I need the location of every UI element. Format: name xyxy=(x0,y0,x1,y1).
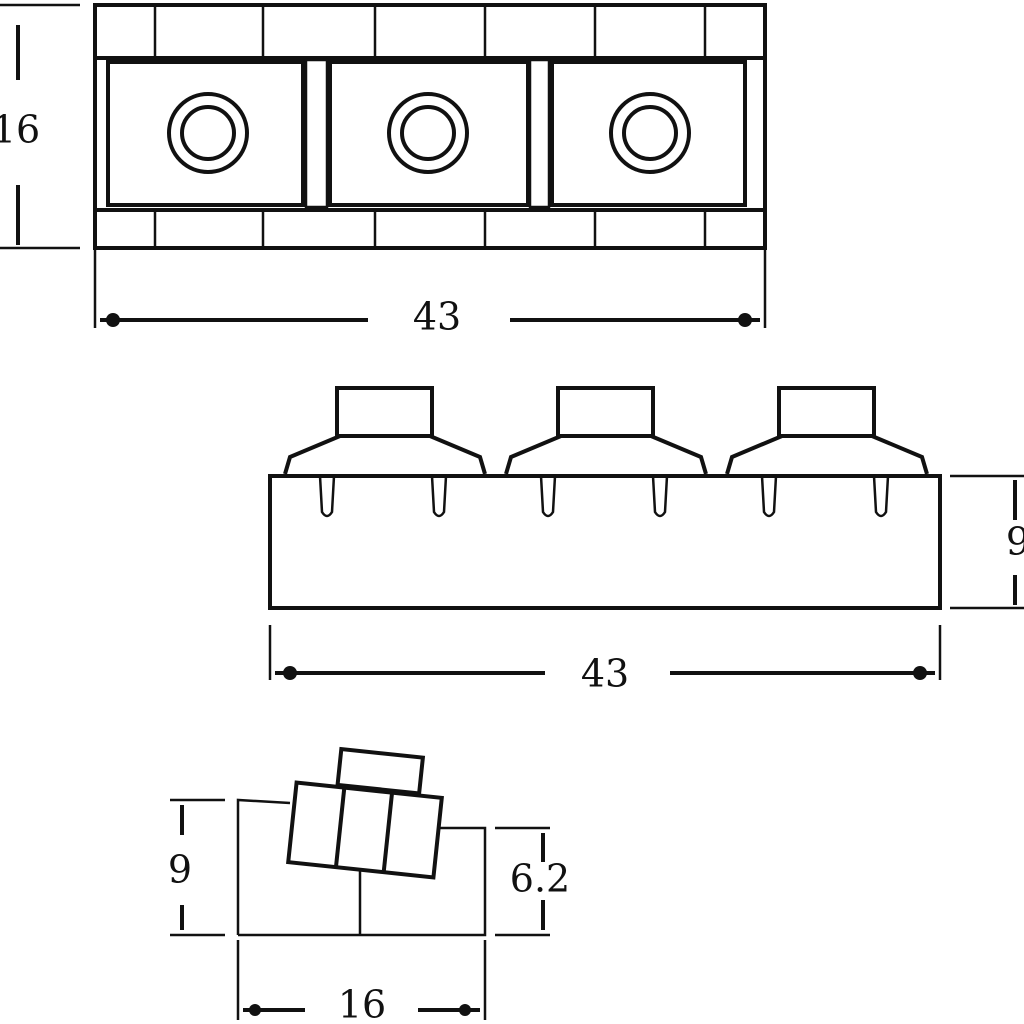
screw-3 xyxy=(609,92,691,174)
dimension-height-16: 16 xyxy=(0,3,80,250)
front-view: 9 43 xyxy=(268,386,1024,696)
front-view-body xyxy=(268,474,942,610)
terminal-2 xyxy=(504,386,708,518)
side-view: 9 6.2 16 xyxy=(168,746,570,1024)
terminal-1 xyxy=(283,386,487,518)
side-terminal xyxy=(286,746,444,880)
terminal-cell-3 xyxy=(550,60,747,207)
screw-2 xyxy=(387,92,469,174)
dimension-width-43: 43 xyxy=(93,248,767,339)
top-view-outline xyxy=(93,3,767,250)
dimension-label: 6.2 xyxy=(510,857,570,901)
top-view: 16 43 xyxy=(0,3,767,339)
screw-1 xyxy=(167,92,249,174)
dimension-width-16: 16 xyxy=(236,940,487,1024)
dimension-label: 16 xyxy=(338,983,386,1024)
dimension-label: 16 xyxy=(0,108,40,152)
dimension-width-43: 43 xyxy=(268,625,942,696)
terminal-cell-2 xyxy=(328,60,530,207)
dimension-height-9: 9 xyxy=(950,474,1024,610)
dimension-label: 43 xyxy=(413,295,461,339)
terminal-3 xyxy=(725,386,929,518)
dimension-label: 9 xyxy=(168,848,192,892)
dimension-label: 43 xyxy=(581,652,629,696)
dimension-height-9: 9 xyxy=(168,798,225,937)
dimension-label: 9 xyxy=(1006,520,1024,564)
terminal-cell-1 xyxy=(106,60,305,207)
dimension-height-6-2: 6.2 xyxy=(495,826,570,937)
